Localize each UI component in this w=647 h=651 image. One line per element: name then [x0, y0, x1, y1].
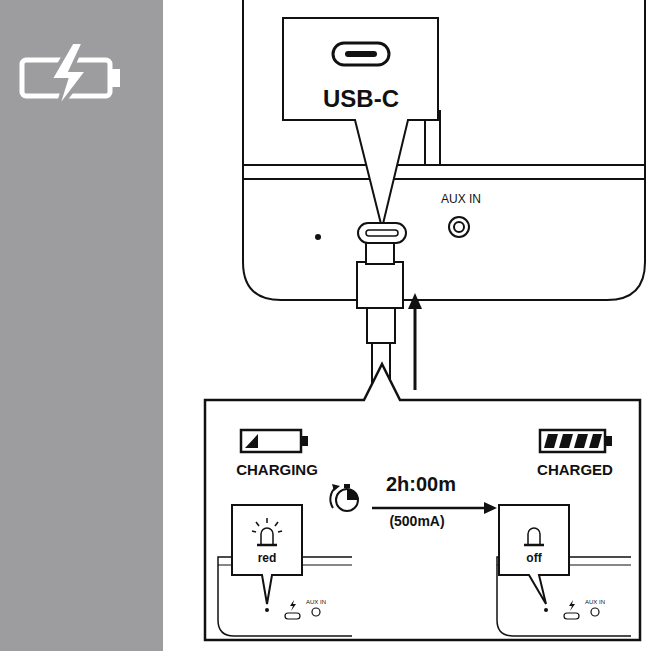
node-text: red [258, 552, 277, 565]
charging-callout: CHARGING CHARGED 2h:00m (500mA) red off [205, 400, 640, 640]
time-arrow [372, 502, 497, 514]
node-text: off [526, 552, 541, 565]
node-text: USB-C [323, 86, 399, 112]
port-label: AUX IN [306, 599, 326, 606]
usb-c-port-icon [345, 51, 377, 57]
led-status-box: off [499, 505, 569, 575]
node-text: 2h:00m [386, 473, 456, 495]
battery-full-icon [540, 430, 612, 452]
led-callout-shape [232, 505, 302, 604]
port-label: AUX IN [441, 193, 481, 206]
node-text: CHARGING [236, 462, 318, 479]
callout-box: USB-C [283, 18, 438, 120]
port-label: AUX IN [585, 599, 605, 606]
callout-shape [283, 18, 438, 228]
led-off-icon [524, 528, 544, 545]
insert-arrow [408, 293, 422, 390]
led-dot [315, 234, 321, 240]
usb-c-port [366, 230, 398, 236]
node-text: CHARGED [537, 462, 613, 479]
side-band [0, 0, 163, 651]
led-status-box: red [232, 505, 302, 575]
aux-jack [449, 217, 469, 237]
node-text: (500mA) [389, 514, 444, 529]
stopwatch-icon [330, 484, 358, 511]
usb-c-port-icon [333, 43, 389, 65]
speaker-body [243, 0, 645, 300]
usb-c-port [358, 223, 406, 243]
battery-low-icon [241, 430, 308, 452]
callout-shape [205, 364, 640, 640]
charging-icon [22, 42, 120, 112]
led-callout-shape [499, 505, 569, 604]
led-on-icon [252, 518, 282, 545]
